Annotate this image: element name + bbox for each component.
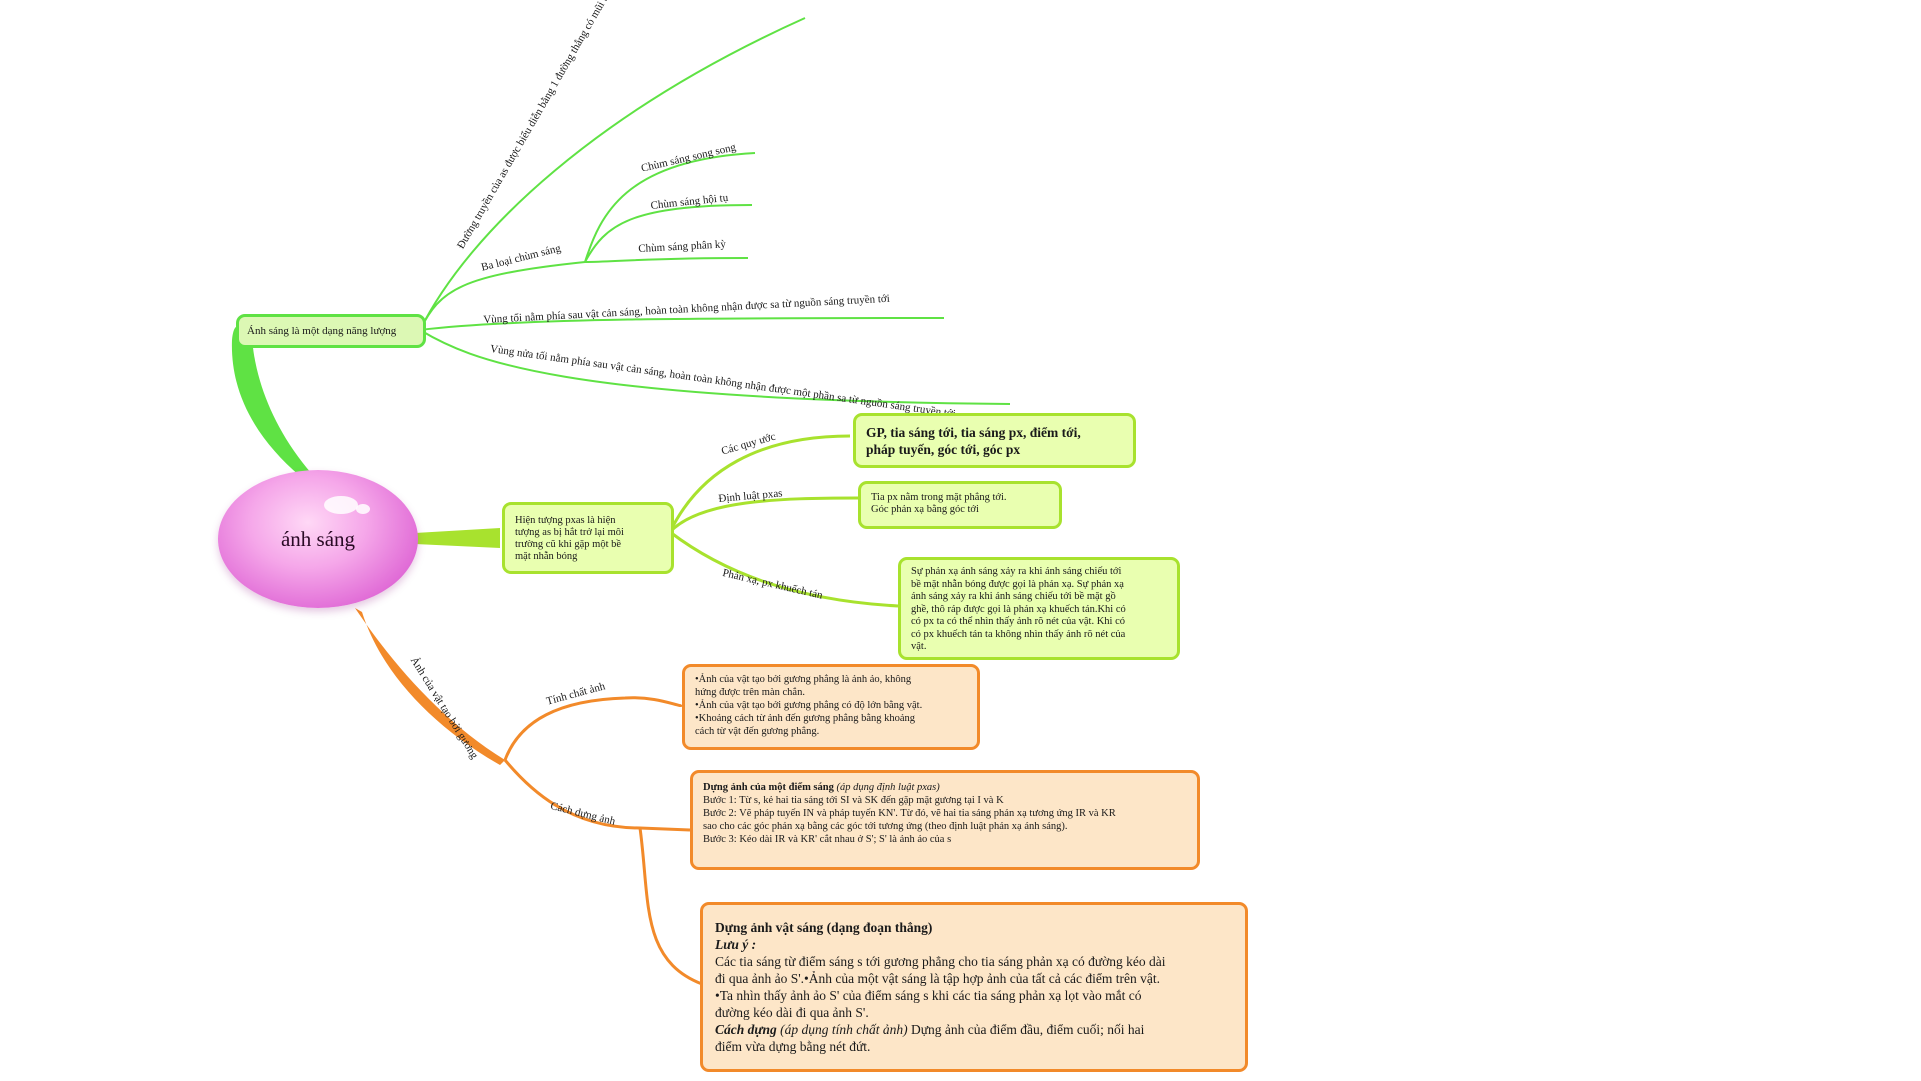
text-line: mặt nhẵn bóng xyxy=(515,551,578,562)
text-line: ghề, thô ráp được gọi là phản xạ khuếch … xyxy=(911,603,1126,615)
text-line: đường kéo dài đi qua ảnh S'. xyxy=(715,1005,869,1020)
text-line: •Khoảng cách từ ảnh đến gương phẳng bằng… xyxy=(695,713,916,724)
text-line: Góc phản xạ bằng góc tới xyxy=(871,504,979,515)
highlight-shape xyxy=(324,496,358,514)
text-line: GP, tia sáng tới, tia sáng px, điểm tới, xyxy=(866,425,1081,440)
mirror-subconnectors xyxy=(503,696,703,986)
center-label: ánh sáng xyxy=(280,527,356,551)
center-node[interactable]: ánh sáng xyxy=(218,470,418,608)
branch-connector-reflection xyxy=(415,528,500,548)
text-line: điểm vừa dựng bằng nét đứt. xyxy=(715,1039,871,1054)
text-line: •Ảnh của vật tạo bởi gương phẳng là ảnh … xyxy=(695,674,912,685)
text-line: có px ta có thể nhìn thấy ảnh rõ nét của… xyxy=(911,616,1126,627)
text-line: Bước 1: Từ s, kẻ hai tia sáng tới SI và … xyxy=(703,795,1004,806)
text-line: Hiện tượng pxas là hiện xyxy=(515,515,616,526)
text-line: •Ta nhìn thấy ảnh ảo S' của điểm sáng s … xyxy=(715,988,1142,1003)
beam-type-connectors xyxy=(584,152,756,263)
text-line: hứng được trên màn chắn. xyxy=(695,687,805,698)
box-conventions[interactable]: GP, tia sáng tới, tia sáng px, điểm tới,… xyxy=(853,413,1136,468)
text-line: Bước 3: Kéo dài IR và KR' cắt nhau ở S';… xyxy=(703,834,952,845)
light-energy-subconnectors xyxy=(419,17,1011,405)
text-line: có px khuếch tán ta không nhìn thấy ảnh … xyxy=(911,628,1126,640)
text-line: đi qua ảnh ảo S'.•Ảnh của một vật sáng l… xyxy=(715,971,1161,986)
text-line: Sự phản xạ ánh sáng xảy ra khi ánh sáng … xyxy=(911,566,1122,577)
node-light-energy[interactable]: Ánh sáng là một dạng năng lượng xyxy=(236,314,426,348)
text-line: pháp tuyến, góc tới, góc px xyxy=(866,442,1021,457)
text-line: tượng as bị hắt trở lại môi xyxy=(515,527,624,538)
text-line: Dựng ảnh của một điểm sáng (áp dụng định… xyxy=(703,781,1187,794)
box-title: Dựng ảnh của một điểm sáng xyxy=(703,782,834,793)
box-note-label: Lưu ý : xyxy=(715,937,757,952)
box-point-construction[interactable]: Dựng ảnh của một điểm sáng (áp dụng định… xyxy=(690,770,1200,870)
text-line: •Ảnh của vật tạo bởi gương phẳng có độ l… xyxy=(695,700,923,711)
box-diffuse-reflection[interactable]: Sự phản xạ ánh sáng xảy ra khi ánh sáng … xyxy=(898,557,1180,660)
branch-connector-light-energy xyxy=(231,322,312,476)
text-line: vật. xyxy=(911,641,927,652)
box-object-construction[interactable]: Dựng ảnh vật sáng (dạng đoạn thẳng) Lưu … xyxy=(700,902,1248,1072)
reflection-subconnectors xyxy=(668,434,899,608)
text-line: sao cho các góc phản xạ bằng các góc tới… xyxy=(703,821,1068,832)
box-title-note: (áp dụng định luật pxas) xyxy=(836,782,940,793)
box-image-properties[interactable]: •Ảnh của vật tạo bởi gương phẳng là ảnh … xyxy=(682,664,980,750)
text-line: cách từ vật đến gương phẳng. xyxy=(695,726,820,737)
text-line: trường cũ khi gặp một bề xyxy=(515,539,622,550)
highlight-shape xyxy=(356,504,370,514)
text-line: Tia px nằm trong mặt phẳng tới. xyxy=(871,492,1007,503)
method-label: Cách dựng xyxy=(715,1022,777,1037)
node-reflection[interactable]: Hiện tượng pxas là hiện tượng as bị hắt … xyxy=(502,502,674,574)
text-line: Cách dựng (áp dụng tính chất ảnh) Dựng ả… xyxy=(715,1021,1233,1038)
method-note: (áp dụng tính chất ảnh) xyxy=(780,1022,908,1037)
node-label: Ánh sáng là một dạng năng lượng xyxy=(247,325,397,337)
text-line: Bước 2: Vẽ pháp tuyến IN và pháp tuyến K… xyxy=(703,808,1116,819)
text-line: Các tia sáng từ điểm sáng s tới gương ph… xyxy=(715,954,1166,969)
text-line: ánh sáng xảy ra khi ánh sáng chiếu tới b… xyxy=(911,591,1116,602)
box-title: Dựng ảnh vật sáng (dạng đoạn thẳng) xyxy=(715,920,933,935)
box-reflection-law[interactable]: Tia px nằm trong mặt phẳng tới. Góc phản… xyxy=(858,481,1062,529)
method-text: Dựng ảnh của điểm đầu, điểm cuối; nối ha… xyxy=(910,1022,1145,1037)
text-line: bề mặt nhẵn bóng được gọi là phản xạ. Sự… xyxy=(911,578,1124,590)
